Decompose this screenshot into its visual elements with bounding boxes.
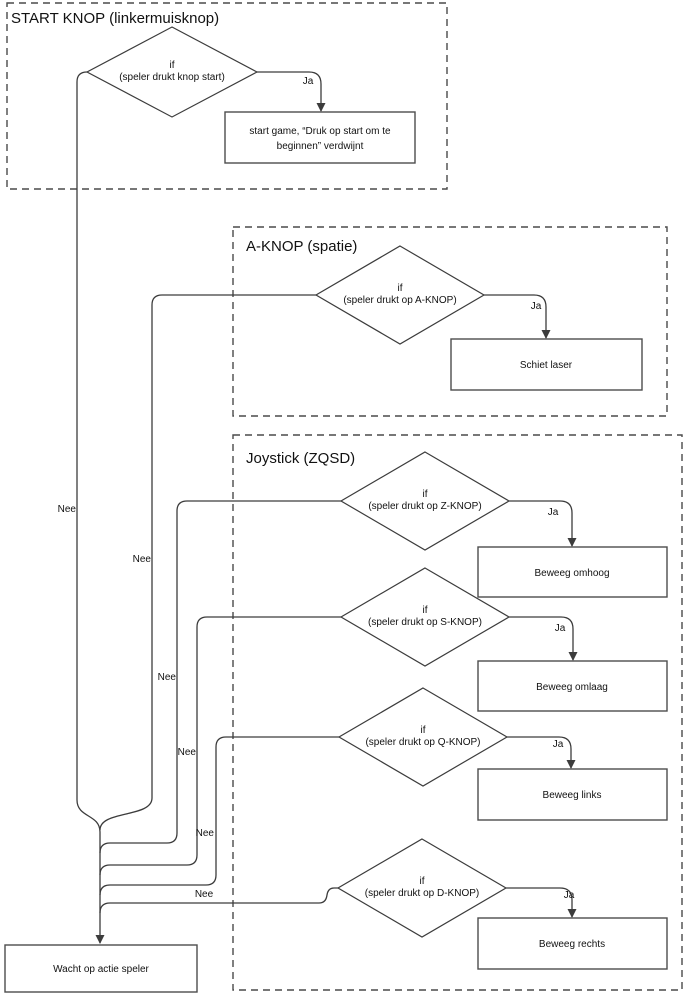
edge-label-ja-q-knop: Ja	[553, 739, 564, 750]
edge-label-nee-d-knop: Nee	[195, 889, 214, 900]
group-a-knop	[232, 226, 668, 417]
decision-s-knop-keyword: if	[423, 605, 428, 616]
decision-q-knop-condition: (speler drukt op Q-KNOP)	[365, 737, 480, 748]
edge-label-ja-z-knop: Ja	[548, 507, 559, 518]
edge-ja-z-knop	[509, 500, 577, 547]
process-beweeg-omlaag	[477, 660, 668, 712]
edge-nee-d-knop	[99, 887, 338, 914]
edge-nee-a-knop	[99, 294, 316, 831]
decision-a-knop	[314, 245, 486, 345]
edge-ja-s-knop	[509, 616, 578, 661]
edge-label-ja-start: Ja	[303, 76, 314, 87]
edge-ja-start	[257, 71, 326, 112]
edge-label-nee-q-knop: Nee	[196, 828, 215, 839]
edge-label-nee-s-knop: Nee	[178, 747, 197, 758]
process-beweeg-rechts-label: Beweeg rechts	[539, 939, 605, 950]
decision-start-knop-condition: (speler drukt knop start)	[119, 72, 225, 83]
decision-q-knop-keyword: if	[421, 725, 426, 736]
group-title-a-knop: A-KNOP (spatie)	[246, 238, 357, 255]
edge-nee-q-knop	[99, 736, 339, 896]
edge-nee-z-knop	[99, 500, 341, 854]
decision-z-knop-condition: (speler drukt op Z-KNOP)	[368, 501, 481, 512]
decision-s-knop-condition: (speler drukt op S-KNOP)	[368, 617, 482, 628]
group-joystick	[232, 434, 683, 991]
edge-ja-a-knop	[484, 294, 551, 339]
process-beweeg-links-label: Beweeg links	[543, 790, 602, 801]
process-start-game	[224, 111, 416, 164]
edge-label-nee-a-knop: Nee	[133, 554, 152, 565]
edge-nee-start-to-wait	[76, 71, 105, 944]
process-beweeg-omhoog-label: Beweeg omhoog	[534, 568, 609, 579]
edge-label-ja-s-knop: Ja	[555, 623, 566, 634]
decision-d-knop	[336, 838, 508, 938]
edge-ja-d-knop	[506, 887, 577, 918]
edge-nee-s-knop	[99, 616, 341, 876]
process-schiet-laser	[450, 338, 643, 391]
decision-start-knop-keyword: if	[170, 60, 175, 71]
decision-a-knop-condition: (speler drukt op A-KNOP)	[343, 295, 456, 306]
decision-q-knop	[337, 687, 509, 787]
edge-ja-q-knop	[507, 736, 576, 769]
process-wacht-op-actie	[4, 944, 198, 993]
decision-z-knop	[339, 451, 511, 551]
process-beweeg-rechts	[477, 917, 668, 970]
decision-start-knop	[85, 26, 259, 118]
process-beweeg-omhoog	[477, 546, 668, 598]
process-beweeg-links	[477, 768, 668, 821]
edge-label-ja-d-knop: Ja	[564, 890, 575, 901]
process-start-game-label-line2: beginnen” verdwijnt	[277, 141, 364, 152]
decision-d-knop-condition: (speler drukt op D-KNOP)	[365, 888, 479, 899]
decision-z-knop-keyword: if	[423, 489, 428, 500]
edge-label-ja-a-knop: Ja	[531, 301, 542, 312]
decision-a-knop-keyword: if	[398, 283, 403, 294]
process-start-game-label-line1: start game, “Druk op start om te	[249, 126, 391, 137]
process-wacht-op-actie-label: Wacht op actie speler	[53, 964, 149, 975]
group-start-knop	[6, 2, 448, 190]
edge-label-nee-start: Nee	[58, 504, 77, 515]
decision-d-knop-keyword: if	[420, 876, 425, 887]
decision-s-knop	[339, 567, 511, 667]
group-title-start-knop: START KNOP (linkermuisknop)	[11, 10, 219, 27]
edge-label-nee-z-knop: Nee	[158, 672, 177, 683]
process-schiet-laser-label: Schiet laser	[520, 360, 573, 371]
process-beweeg-omlaag-label: Beweeg omlaag	[536, 682, 608, 693]
group-title-joystick: Joystick (ZQSD)	[246, 450, 355, 467]
